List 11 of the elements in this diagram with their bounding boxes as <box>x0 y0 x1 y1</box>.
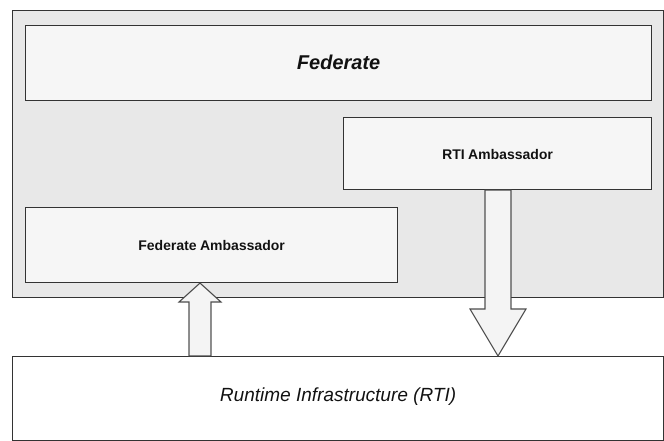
node-label: Runtime Infrastructure (RTI) <box>220 385 456 407</box>
node-label: Federate <box>296 52 380 74</box>
node-label: Federate Ambassador <box>138 237 285 253</box>
title-box <box>25 25 652 101</box>
system-box <box>12 356 664 441</box>
component-box <box>25 207 398 283</box>
panel-background <box>12 10 664 298</box>
node-label: RTI Ambassador <box>442 146 553 162</box>
component-box <box>343 117 652 190</box>
block-arrow <box>177 282 223 357</box>
block-arrow <box>468 189 528 358</box>
